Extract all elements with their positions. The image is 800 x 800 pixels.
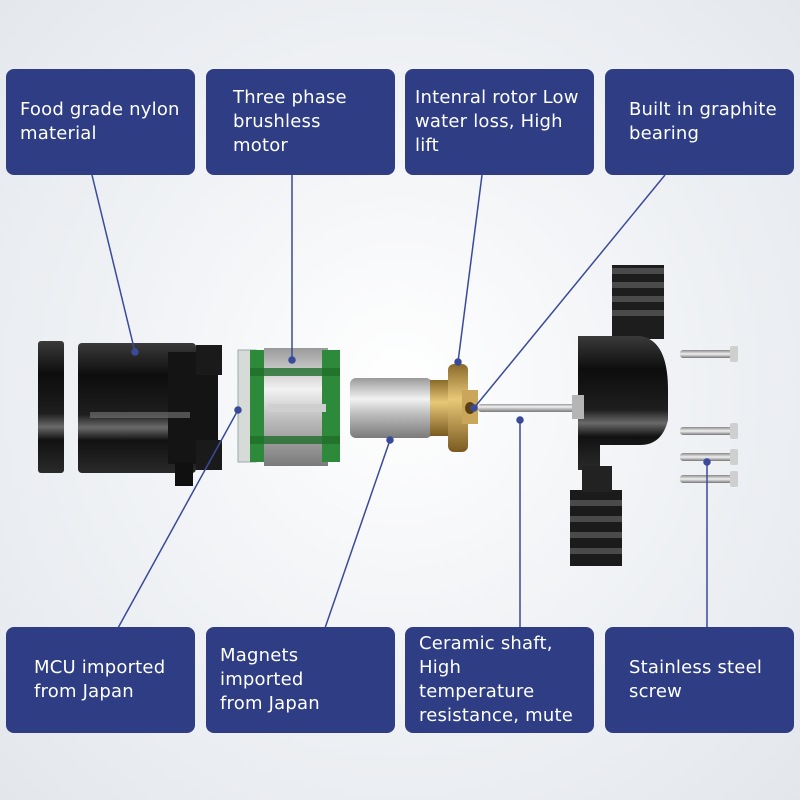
label-stainless-screw: Stainless steel screw xyxy=(605,627,794,733)
screws xyxy=(680,346,738,487)
label-graphite-bearing: Built in graphite bearing xyxy=(605,69,794,175)
label-ceramic-shaft: Ceramic shaft, High temperature resistan… xyxy=(405,627,594,733)
label-brushless-motor: Three phase brushless motor xyxy=(206,69,395,175)
label-food-grade-nylon: Food grade nylon material xyxy=(6,69,195,175)
leader-line-bearing xyxy=(473,174,666,409)
nylon-housing xyxy=(78,343,222,486)
leader-line-mcu xyxy=(117,409,239,629)
label-internal-rotor: Intenral rotor Low water loss, High lift xyxy=(405,69,594,175)
leader-lines xyxy=(91,174,711,629)
stator-coils xyxy=(237,348,340,466)
pump-head xyxy=(570,265,668,566)
front-cap xyxy=(38,341,64,473)
leader-line-magnets xyxy=(324,439,391,629)
label-mcu: MCU imported from Japan xyxy=(6,627,195,733)
leader-line-nylon xyxy=(91,174,136,353)
leader-line-rotor xyxy=(457,174,483,363)
impeller xyxy=(448,364,478,452)
ceramic-shaft xyxy=(478,404,578,412)
label-magnets: Magnets imported from Japan xyxy=(206,627,395,733)
rotor-magnet xyxy=(350,378,450,438)
